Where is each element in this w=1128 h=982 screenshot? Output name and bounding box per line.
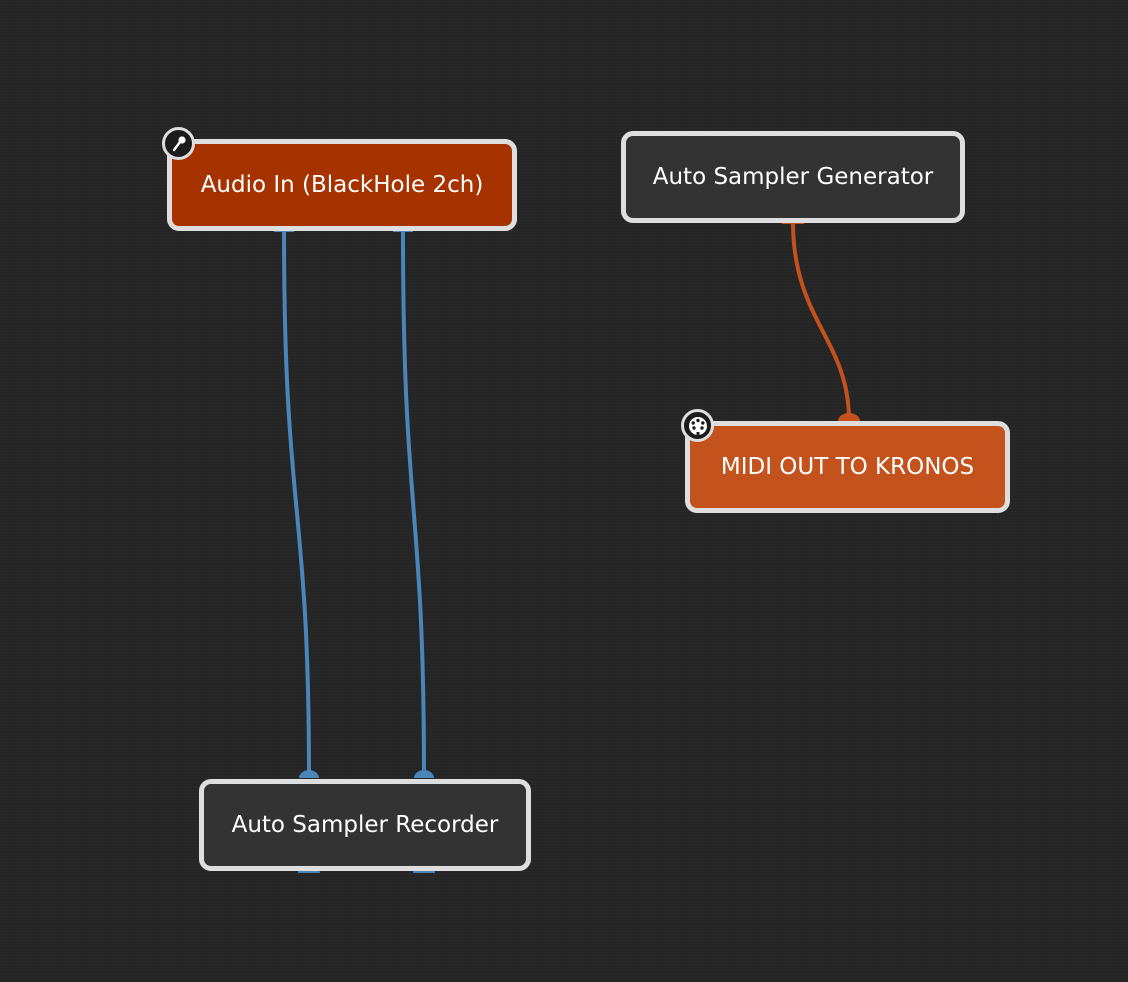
input-port[interactable] xyxy=(299,770,319,778)
midi-out-node[interactable]: MIDI OUT TO KRONOS xyxy=(685,421,1010,513)
node-title: Auto Sampler Generator xyxy=(652,164,934,190)
input-port[interactable] xyxy=(414,770,434,778)
midi-din-icon xyxy=(681,409,714,442)
node-title: Audio In (BlackHole 2ch) xyxy=(200,172,484,198)
audio-in-node[interactable]: Audio In (BlackHole 2ch) xyxy=(167,139,517,231)
midi-input-port[interactable] xyxy=(838,413,860,421)
node-title: Auto Sampler Recorder xyxy=(231,812,499,838)
auto-sampler-recorder-node[interactable]: Auto Sampler Recorder xyxy=(199,779,531,871)
audio-connection-2[interactable] xyxy=(401,229,426,779)
microphone-icon xyxy=(162,127,195,160)
auto-sampler-generator-node[interactable]: Auto Sampler Generator xyxy=(621,131,965,223)
midi-connection[interactable] xyxy=(791,221,851,421)
node-title: MIDI OUT TO KRONOS xyxy=(720,454,975,480)
audio-connection-1[interactable] xyxy=(282,229,311,779)
